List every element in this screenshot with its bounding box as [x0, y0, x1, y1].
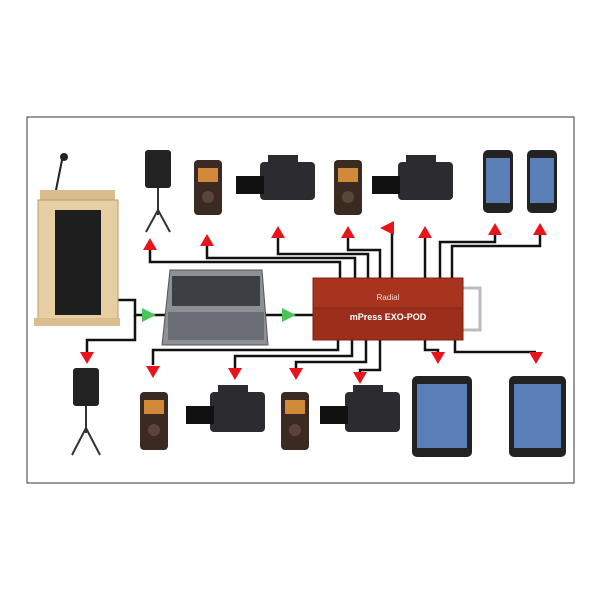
arrow-down-icon — [529, 352, 543, 364]
cameras — [186, 155, 453, 432]
recorder — [140, 392, 168, 450]
tablets — [412, 376, 566, 457]
arrow-up-icon — [418, 226, 432, 238]
video-camera — [320, 385, 400, 432]
arrow-down-icon — [80, 352, 94, 364]
recorder — [194, 160, 222, 215]
arrow-up-icon — [271, 226, 285, 238]
arrow-down-icon — [146, 366, 160, 378]
video-camera — [186, 385, 265, 432]
brand-logo: Radial — [377, 293, 400, 302]
arrow-down-icon — [431, 352, 445, 364]
arrow-up-icon — [488, 223, 502, 235]
recorders — [140, 160, 362, 450]
mpress-exo-pod: Radial mPress EXO-POD — [312, 277, 482, 341]
speaker-top — [145, 150, 171, 233]
smartphone — [483, 150, 513, 213]
arrow-left-icon — [380, 221, 394, 235]
arrow-up-icon — [533, 223, 547, 235]
video-camera — [372, 155, 453, 200]
arrow-right-icon — [142, 308, 156, 322]
microphone-icon — [60, 153, 68, 161]
model-label: mPress EXO-POD — [350, 312, 427, 322]
phones — [483, 150, 557, 213]
recorder — [281, 392, 309, 450]
video-camera — [236, 155, 315, 200]
arrow-down-icon — [289, 368, 303, 380]
arrow-up-icon — [200, 234, 214, 246]
tablet — [412, 376, 472, 457]
arrow-up-icon — [341, 226, 355, 238]
arrow-right-icon — [282, 308, 296, 322]
carry-handle — [460, 286, 482, 332]
arrow-down-icon — [228, 368, 242, 380]
input-arrows — [142, 308, 296, 322]
smartphone — [527, 150, 557, 213]
signal-arrows — [80, 221, 547, 384]
arrow-down-icon — [353, 372, 367, 384]
audio-mixer — [161, 269, 269, 346]
recorder — [334, 160, 362, 215]
arrow-up-icon — [143, 238, 157, 250]
speaker-bottom — [71, 368, 101, 456]
tablet — [509, 376, 566, 457]
podium — [34, 153, 120, 326]
